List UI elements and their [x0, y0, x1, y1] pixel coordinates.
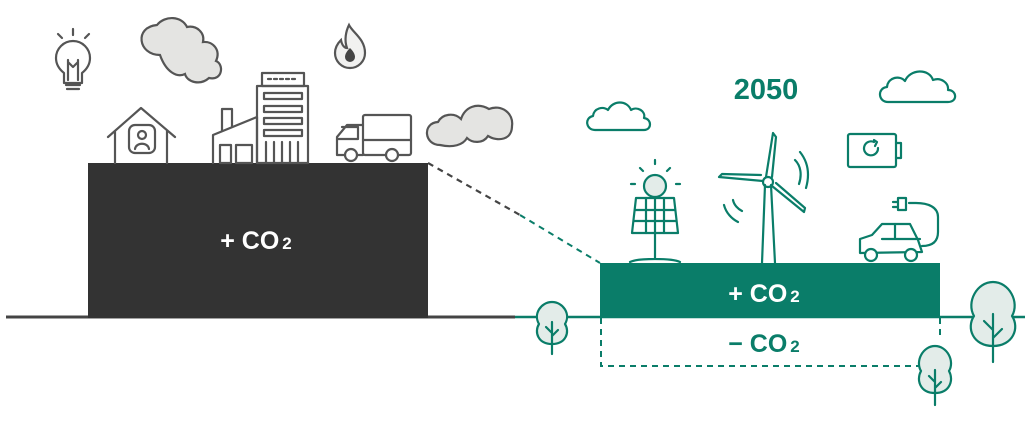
lightbulb-icon [54, 27, 92, 91]
office-building-icon [255, 71, 310, 165]
cloud-icon [425, 104, 514, 148]
cloud-icon [878, 70, 957, 104]
current-emissions-block [88, 163, 428, 318]
cloud-icon [140, 17, 223, 84]
year-label: 2050 [734, 74, 799, 106]
flame-icon [333, 22, 367, 70]
house-icon [106, 106, 177, 165]
future-absorption-box [600, 318, 941, 367]
connector-dashed-green [519, 214, 601, 264]
wind-turbine-icon [717, 131, 810, 265]
tree-icon [969, 280, 1017, 364]
factory-icon [211, 107, 259, 165]
solar-panel-icon [628, 158, 682, 264]
electric-car-icon [858, 196, 940, 263]
future-emissions-block [600, 263, 940, 317]
tree-icon [535, 300, 569, 356]
tree-icon [917, 344, 953, 407]
truck-icon [335, 113, 413, 163]
cloud-icon [586, 101, 652, 132]
connector-dashed-dark [427, 162, 521, 216]
battery-charging-icon [846, 132, 903, 169]
